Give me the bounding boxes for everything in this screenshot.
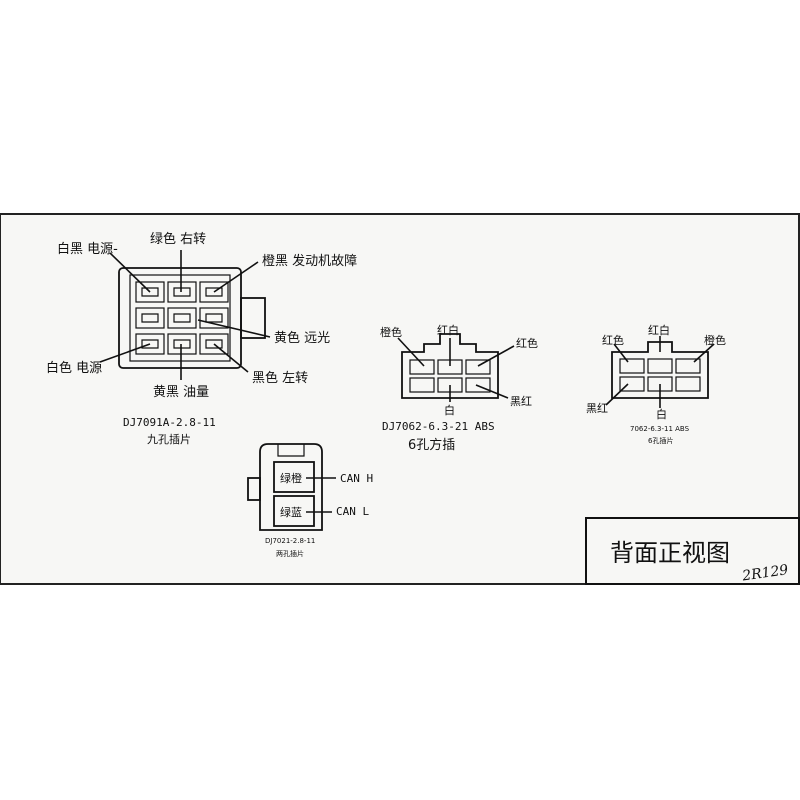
connector-2pin: 绿橙 绿蓝 CAN H CAN L DJ7021-2.8-11 两孔插片 [247,443,373,558]
label-can-h: CAN H [340,472,373,485]
connector-2pin-caption: 两孔插片 [276,549,304,558]
connector-2pin-top-notch [277,444,305,457]
connector-6pin-small-body [611,341,709,399]
label-orange-black-engine-fault: 橙黑 发动机故障 [262,253,357,269]
connector-6pin-square-body [401,333,499,399]
label-white-power: 白色 电源 [46,360,102,376]
label-6sm-white: 白 [656,407,667,421]
title-box-title: 背面正视图 [610,539,730,567]
connector-6pin-square-leaders [397,337,515,402]
title-box: 背面正视图 2R129 [585,517,800,585]
label-6sm-red-white: 红白 [648,323,670,337]
connector-2pin-part-number: DJ7021-2.8-11 [265,537,315,545]
title-box-frame [585,517,800,585]
connector-2pin-slot-bottom [273,495,315,527]
connector-6pin-small-leaders [605,336,715,408]
connector-2pin-leaders [306,477,336,513]
connector-6pin-small-part-number: 7062-6.3-11 ABS [630,425,690,433]
connector-9pin-caption: 九孔插片 [147,432,191,446]
label-6sq-white: 白 [444,403,455,417]
label-6sq-orange: 橙色 [380,325,402,339]
label-white-black-power: 白黑 电源- [57,241,118,257]
label-green-right-turn: 绿色 右转 [150,231,206,247]
label-6sm-red: 红色 [602,333,624,347]
connector-2pin-slot-bottom-label: 绿蓝 [280,505,302,519]
connector-9pin-inner [129,274,231,362]
connector-2pin-slot-top [273,461,315,493]
connector-6pin-square-part-number: DJ7062-6.3-21 ABS [382,420,495,433]
connector-6pin-square-caption: 6孔方插 [408,437,455,453]
label-yellow-black-fuel: 黄黑 油量 [153,385,209,400]
connector-6pin-square-pins [409,359,491,393]
label-yellow-high-beam: 黄色 远光 [274,330,330,346]
label-can-l: CAN L [336,505,369,518]
connector-6pin-small-caption: 6孔插片 [648,436,673,445]
connector-2pin-latch [247,477,261,501]
connector-9pin-leaders [99,250,271,380]
label-6sm-black-red: 黑红 [586,402,608,415]
connector-9pin-latch [240,297,266,339]
connector-9pin-part-number: DJ7091A-2.8-11 [123,416,216,429]
connector-9pin-pins [135,281,229,355]
connector-9pin: 白黑 电源- 绿色 右转 橙黑 发动机故障 黄色 远光 白色 电源 黄黑 油量 … [46,231,357,446]
label-black-left-turn: 黑色 左转 [252,370,308,386]
connector-6pin-square: 橙色 红白 红色 白 黑红 DJ7062-6.3-21 ABS 6孔方插 [380,323,538,453]
connector-2pin-slot-top-label: 绿橙 [280,471,302,485]
label-6sq-red-white: 红白 [437,323,459,337]
label-6sm-orange: 橙色 [704,333,726,347]
connector-2pin-body [259,443,323,531]
label-6sq-red: 红色 [516,336,538,350]
label-6sq-black-red: 黑红 [510,395,532,408]
title-box-handwritten: 2R129 [740,562,789,584]
connector-6pin-small: 红色 红白 橙色 黑红 白 7062-6.3-11 ABS 6孔插片 [586,323,726,445]
